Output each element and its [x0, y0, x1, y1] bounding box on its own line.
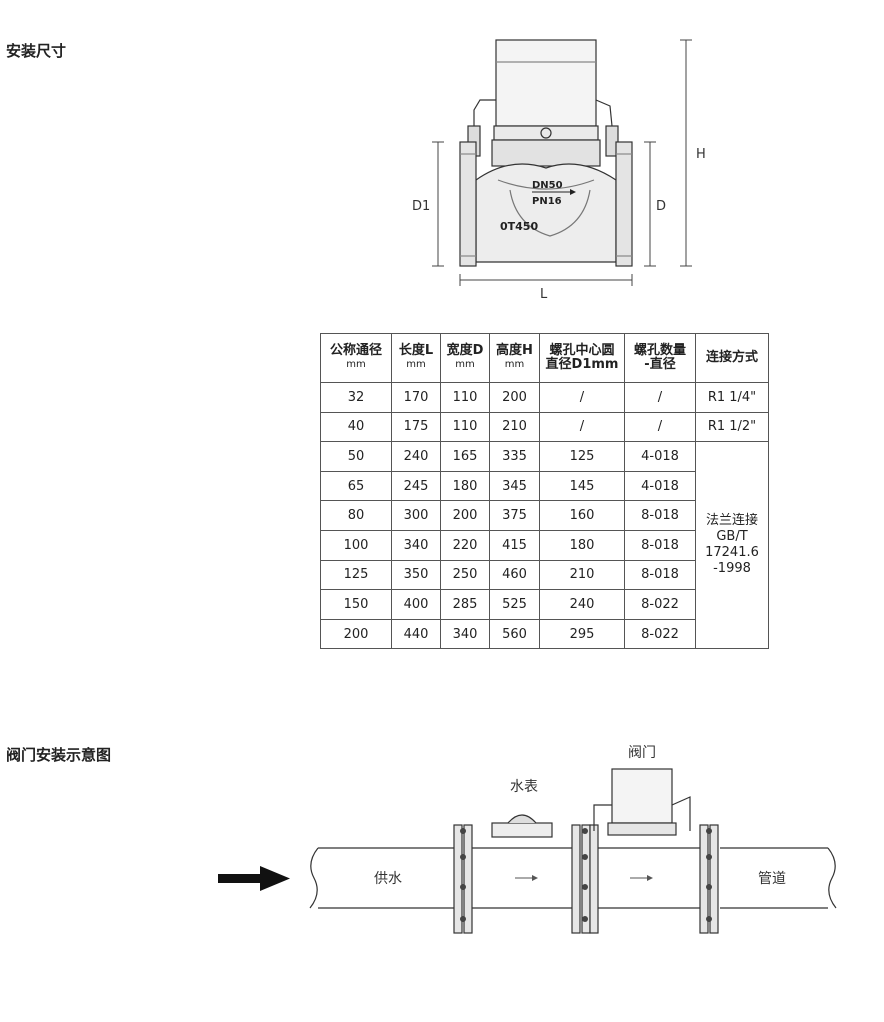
- cell: 240: [391, 441, 441, 472]
- section-title-valve-install-diagram: 阀门安装示意图: [6, 746, 112, 764]
- cell: R1 1/2": [695, 411, 769, 443]
- cell: 165: [440, 441, 490, 472]
- cell: 220: [440, 529, 490, 561]
- dim-label-l: L: [540, 287, 548, 302]
- cell: 340: [440, 618, 490, 650]
- installation-schematic: 水表 阀门 供水 管道: [218, 745, 837, 934]
- cell: 180: [440, 470, 490, 502]
- dim-label-h: H: [696, 147, 706, 162]
- cell: 65: [320, 470, 392, 502]
- cell: 32: [320, 382, 392, 413]
- header-connection: 连接方式: [695, 333, 769, 383]
- cell: 295: [539, 618, 625, 650]
- header-bolt-circle: 螺孔中心圆直径D1mm: [539, 333, 625, 383]
- cell: 250: [440, 559, 490, 591]
- cell: 4-018: [624, 441, 696, 472]
- cell: 335: [489, 441, 540, 472]
- cell: 160: [539, 500, 625, 531]
- cell: 240: [539, 589, 625, 620]
- cell: 40: [320, 411, 392, 443]
- cell: 200: [489, 382, 540, 413]
- table-row: 150 400 285 525 240 8-022: [320, 589, 769, 620]
- merged-connection-cell: 法兰连接 GB/T 17241.6 -1998: [695, 441, 769, 650]
- cell: R1 1/4": [695, 382, 769, 413]
- table-row: 32 170 110 200 / / R1 1/4": [320, 382, 769, 413]
- cell: /: [539, 382, 625, 413]
- cell: 400: [391, 589, 441, 620]
- cell: 170: [391, 382, 441, 413]
- table-row: 125 350 250 460 210 8-018: [320, 559, 769, 591]
- cell: 200: [320, 618, 392, 650]
- cell: 345: [489, 470, 540, 502]
- cell: 245: [391, 470, 441, 502]
- cell: 110: [440, 411, 490, 443]
- header-bolt-count: 螺孔数量-直径: [624, 333, 696, 383]
- cell: 180: [539, 529, 625, 561]
- cell: 8-018: [624, 500, 696, 531]
- flow-arrow-icon: [218, 866, 290, 891]
- cell: 210: [489, 411, 540, 443]
- cell: 375: [489, 500, 540, 531]
- dim-label-d1: D1: [412, 199, 430, 214]
- cell: 8-022: [624, 589, 696, 620]
- cell: 145: [539, 470, 625, 502]
- cell: 415: [489, 529, 540, 561]
- label-supply: 供水: [374, 871, 402, 887]
- cell: 150: [320, 589, 392, 620]
- cell: 210: [539, 559, 625, 591]
- section-title-install-dimensions: 安装尺寸: [6, 42, 67, 60]
- pn-mark: PN16: [532, 196, 562, 207]
- table-row: 50 240 165 335 125 4-018 法兰连接 GB/T 17241…: [320, 441, 769, 650]
- cell: 200: [440, 500, 490, 531]
- cell: /: [539, 411, 625, 443]
- cell: 110: [440, 382, 490, 413]
- cell: 525: [489, 589, 540, 620]
- valve-dimension-drawing: DN50 PN16 0T450 H D1 D L: [412, 39, 706, 302]
- cell: 8-022: [624, 618, 696, 650]
- cell: 8-018: [624, 559, 696, 591]
- label-valve: 阀门: [628, 745, 656, 761]
- cell: 440: [391, 618, 441, 650]
- label-pipe: 管道: [758, 871, 786, 887]
- cell: 350: [391, 559, 441, 591]
- table-row: 80 300 200 375 160 8-018: [320, 500, 769, 531]
- cell: 285: [440, 589, 490, 620]
- dim-label-d: D: [656, 199, 666, 214]
- cell: 50: [320, 441, 392, 472]
- cell: 125: [320, 559, 392, 591]
- table-row: 200 440 340 560 295 8-022: [320, 618, 769, 650]
- cell: 175: [391, 411, 441, 443]
- table-row: 100 340 220 415 180 8-018: [320, 529, 769, 561]
- model-mark: 0T450: [500, 220, 538, 233]
- cell: 100: [320, 529, 392, 561]
- dn-mark: DN50: [532, 180, 563, 191]
- cell: 340: [391, 529, 441, 561]
- cell: 8-018: [624, 529, 696, 561]
- table-row: 40 175 110 210 / / R1 1/2": [320, 411, 769, 443]
- label-water-meter: 水表: [510, 779, 538, 795]
- cell: 560: [489, 618, 540, 650]
- cell: 300: [391, 500, 441, 531]
- cell: /: [624, 411, 696, 443]
- cell: /: [624, 382, 696, 413]
- cell: 4-018: [624, 470, 696, 502]
- cell: 125: [539, 441, 625, 472]
- cell: 80: [320, 500, 392, 531]
- cell: 460: [489, 559, 540, 591]
